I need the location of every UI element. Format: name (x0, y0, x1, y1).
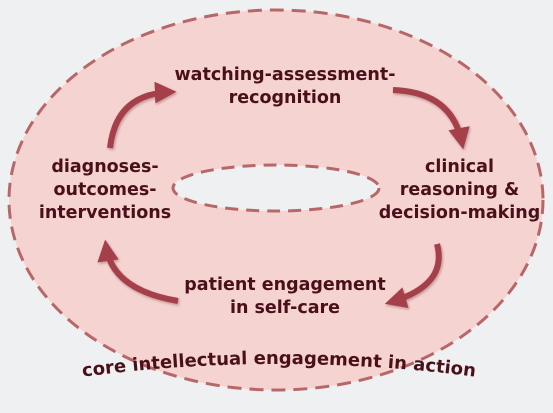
inner-hole-border (171, 163, 381, 213)
node-label-line: outcomes- (53, 180, 157, 200)
node-label-line: interventions (38, 203, 172, 223)
node-label-line: reasoning & (399, 180, 520, 200)
node-diagnoses-outcomes-interventions: diagnoses- outcomes- interventions (20, 156, 190, 225)
arrow-bottom-to-left (97, 239, 179, 304)
arrow-top-to-right (392, 87, 470, 150)
arrow-right-to-bottom (384, 243, 442, 309)
node-label-line: decision-making (378, 203, 541, 223)
node-clinical-reasoning: clinical reasoning & decision-making (366, 156, 553, 225)
node-patient-engagement: patient engagement in self-care (150, 274, 420, 320)
node-label-line: patient engagement (184, 275, 386, 295)
node-watching-assessment-recognition: watching-assessment- recognition (140, 64, 430, 110)
node-label-line: recognition (228, 88, 342, 108)
arrow-left-to-top (107, 81, 177, 149)
node-label-line: in self-care (229, 298, 341, 318)
node-label-line: diagnoses- (51, 157, 159, 177)
node-label-line: watching-assessment- (174, 65, 396, 85)
node-label-line: clinical (424, 157, 494, 177)
outer-ring-border (7, 8, 545, 392)
